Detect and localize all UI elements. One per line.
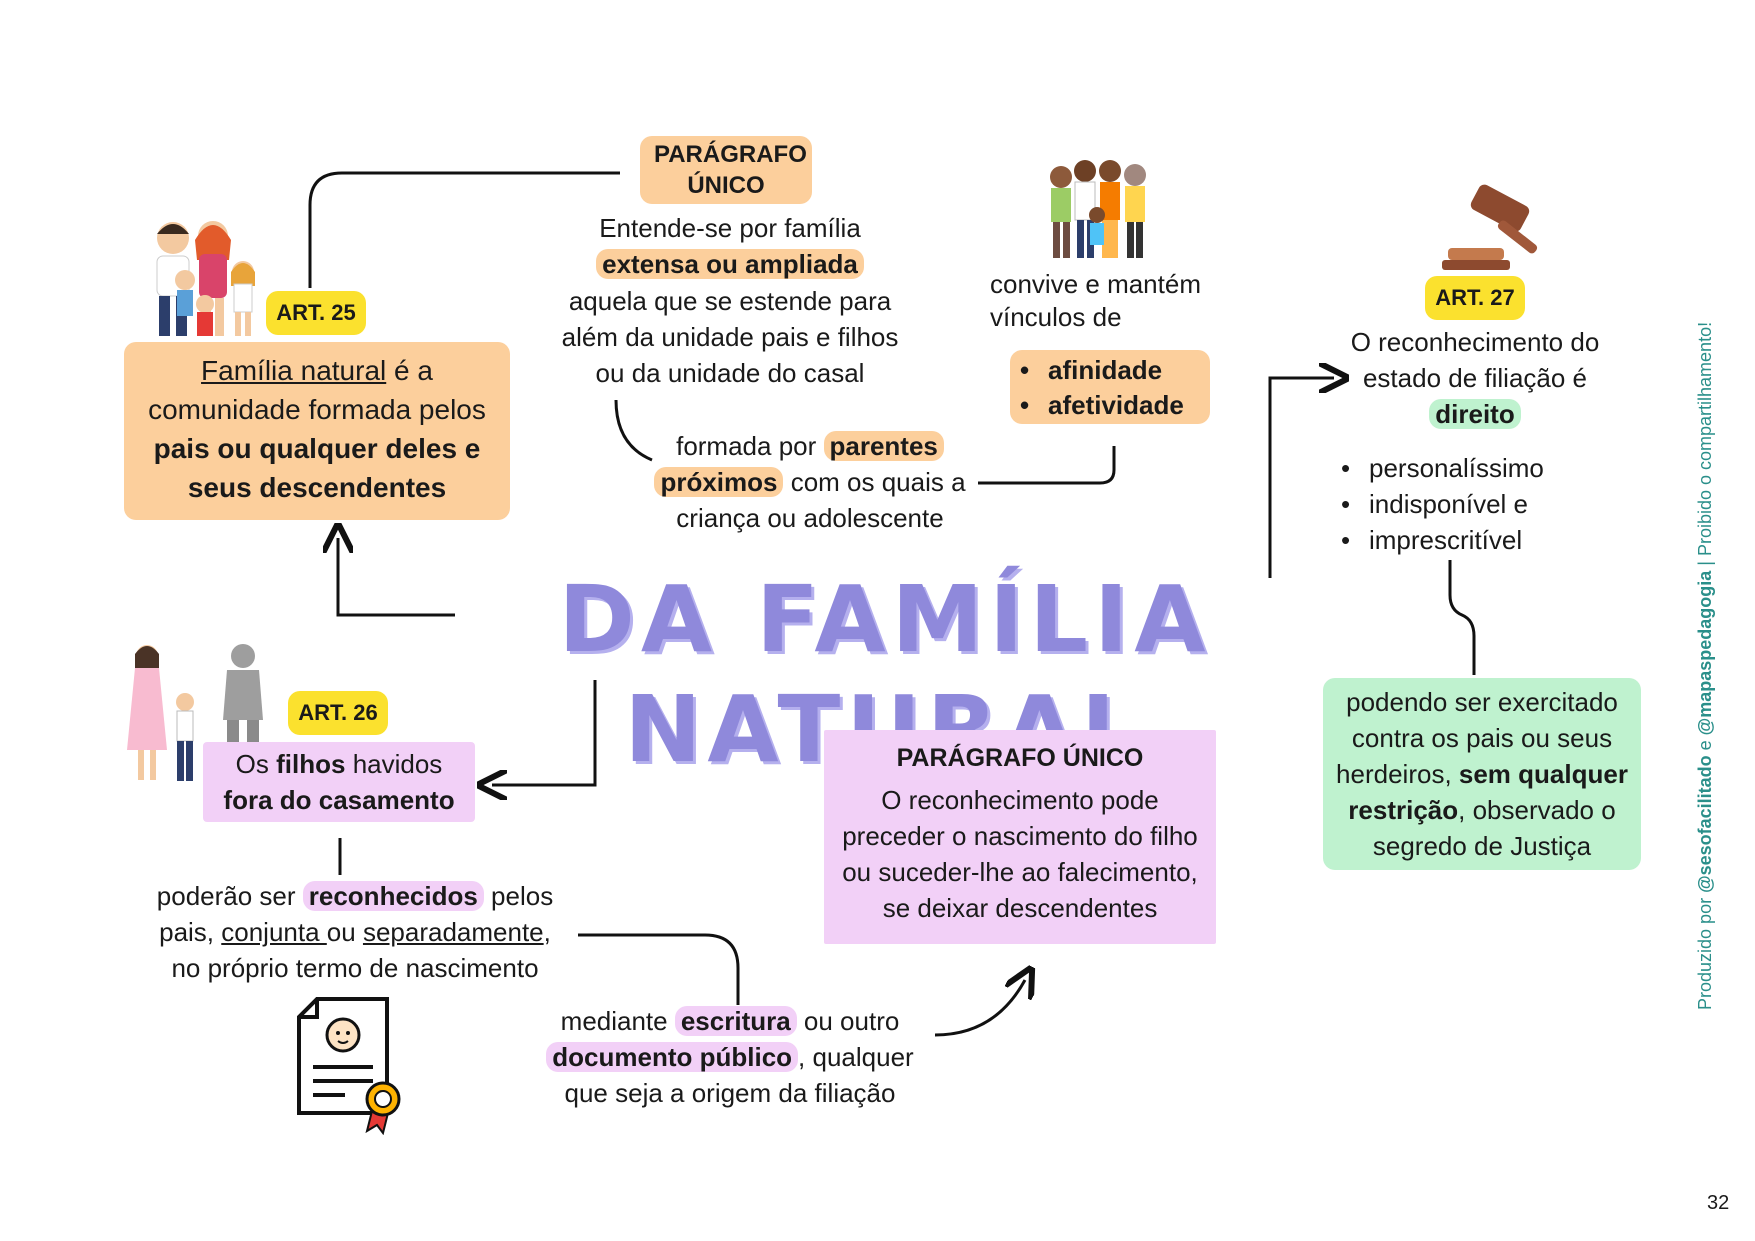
art25-badge: ART. 25 xyxy=(266,291,366,335)
art26-line2: fora do casamento xyxy=(223,785,455,815)
extended-family-illustration xyxy=(1050,160,1146,258)
vinculos-item: afetividade xyxy=(1014,388,1210,423)
reconhecidos-line1: poderão ser reconhecidos pelos xyxy=(140,878,570,914)
line-title-art26 xyxy=(492,680,597,785)
art25-text-1: é a comunidade formada pelos xyxy=(148,355,486,425)
side-handle1: @sesofacilitado xyxy=(1695,755,1715,893)
med-2: ou outro xyxy=(796,1006,900,1036)
mediante-line1: mediante escritura ou outro xyxy=(520,1003,940,1039)
med-hl2: documento público xyxy=(546,1042,799,1072)
art27-text: O reconhecimento do estado de filiação é xyxy=(1350,327,1600,393)
rec-u1: conjunta xyxy=(221,917,327,947)
mediante-line2: documento público, qualquer xyxy=(520,1039,940,1075)
med-3: , qualquer xyxy=(798,1042,914,1072)
side-credit: Produzido por @sesofacilitado e @mapaspe… xyxy=(1695,322,1716,1010)
rec-u2: separadamente xyxy=(362,917,544,947)
art27-badge: ART. 27 xyxy=(1425,276,1525,320)
paragrafo1-line1: Entende-se por família xyxy=(599,213,861,243)
side-t1: Produzido por xyxy=(1695,892,1715,1010)
line-art25-paragrafo xyxy=(308,171,620,288)
art27-highlight-wrap: direito xyxy=(1335,396,1615,432)
gavel-icon xyxy=(1442,184,1538,270)
art27-green-box: podendo ser exercitado contra os pais ou… xyxy=(1323,678,1641,870)
art26-line1: Os filhos havidos xyxy=(203,746,475,782)
vinculos-item: afinidade xyxy=(1014,353,1210,388)
rec-4: ou xyxy=(326,917,363,947)
paragrafo1-highlight: extensa ou ampliada xyxy=(596,249,864,279)
green-1: podendo ser exercitado contra os pais ou… xyxy=(1336,687,1618,789)
side-t3: | Proibido o compartilhamento! xyxy=(1695,321,1715,571)
vinculos-list: afinidade afetividade xyxy=(1014,353,1210,423)
reconhecidos-line2: pais, conjunta ou separadamente, xyxy=(140,914,570,950)
med-1: mediante xyxy=(560,1006,675,1036)
line-paragrafo-formada xyxy=(614,399,653,462)
rec-hl: reconhecidos xyxy=(302,881,484,911)
line-formada-vinculos xyxy=(978,446,1116,485)
paragrafo1-highlight-wrap: extensa ou ampliada xyxy=(545,246,915,282)
rec-1: poderão ser xyxy=(156,881,303,911)
formada-1: formada por xyxy=(676,431,824,461)
art25-text: Família natural é a comunidade formada p… xyxy=(124,351,510,507)
line-title-art25 xyxy=(338,538,455,617)
line-mediante-paragrafo2 xyxy=(934,980,1025,1037)
family-illustration xyxy=(156,221,255,336)
side-t2: e xyxy=(1695,735,1715,756)
art27-item: personalíssimo xyxy=(1335,450,1544,486)
art27-item: indisponível e xyxy=(1335,486,1544,522)
formada-hl1: parentes xyxy=(823,431,944,461)
line-reconhecidos-mediante xyxy=(578,933,740,1005)
paragrafo1-line2: aquela que se estende para além da unida… xyxy=(561,286,899,388)
rec-2: pelos xyxy=(483,881,554,911)
green-bold: sem qualquer restrição xyxy=(1348,759,1628,825)
reconhecidos-line3: no próprio termo de nascimento xyxy=(171,953,539,983)
art25-box: Família natural é a comunidade formada p… xyxy=(124,342,510,520)
line-title-art27 xyxy=(1268,378,1334,578)
art27-green-text: podendo ser exercitado contra os pais ou… xyxy=(1323,684,1641,864)
paragrafo1-badge-box: PARÁGRAFO ÚNICO xyxy=(640,136,812,204)
formada-text: formada por parentes próximos com os qua… xyxy=(640,428,980,536)
art26-box: Os filhos havidos fora do casamento xyxy=(203,742,475,822)
paragrafo2-badge: PARÁGRAFO ÚNICO xyxy=(896,744,1144,772)
med-hl1: escritura xyxy=(674,1006,797,1036)
paragrafo2-box: PARÁGRAFO ÚNICO O reconhecimento pode pr… xyxy=(824,730,1216,944)
birth-certificate-icon xyxy=(297,997,401,1135)
art25-bold: pais ou qualquer deles e seus descendent… xyxy=(153,433,481,503)
green-2: , observado o segredo de Justiça xyxy=(1372,795,1616,861)
art27-item: imprescritível xyxy=(1335,522,1544,558)
convive-text: convive e mantém vínculos de xyxy=(990,269,1201,332)
page-number: 32 xyxy=(1707,1192,1730,1214)
art26-t1: Os xyxy=(235,749,277,779)
formada-hl2: próximos xyxy=(654,467,784,497)
art26-t2: havidos xyxy=(345,749,443,779)
art27-list: personalíssimo indisponível e imprescrit… xyxy=(1335,450,1544,558)
art26-b1: filhos xyxy=(276,749,346,779)
art26-badge: ART. 26 xyxy=(288,691,388,735)
side-handle2: @mapaspedagogia xyxy=(1695,570,1715,736)
line-items-green xyxy=(1448,560,1476,675)
rec-5: , xyxy=(543,917,551,947)
vinculos-box: afinidade afetividade xyxy=(1010,350,1210,424)
mediante-line3: que seja a origem da filiação xyxy=(564,1078,896,1108)
art27-highlight: direito xyxy=(1429,399,1521,429)
paragrafo1-badge: PARÁGRAFO ÚNICO xyxy=(654,141,807,199)
parents-child-illustration xyxy=(127,644,263,781)
formada-2: com os quais a criança ou adolescente xyxy=(676,467,966,533)
paragrafo2-text: O reconhecimento pode preceder o nascime… xyxy=(842,785,1198,923)
rec-3: pais, xyxy=(159,917,222,947)
art25-underlined: Família natural xyxy=(201,355,387,386)
